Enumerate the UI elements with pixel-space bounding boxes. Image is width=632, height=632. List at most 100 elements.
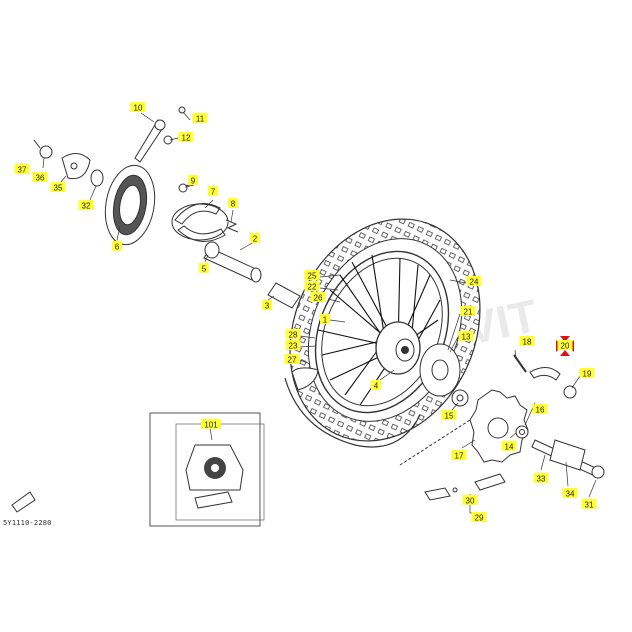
callout-bg (201, 419, 221, 429)
callout-35: 35 (50, 182, 66, 193)
callout-text: 7 (211, 188, 216, 197)
callout-text: 26 (314, 294, 323, 303)
callout-32: 32 (78, 200, 94, 211)
nut-36 (39, 145, 53, 159)
callout-101: 101 (201, 419, 221, 430)
callout-text: 4 (374, 382, 379, 391)
spacer-5 (204, 241, 220, 259)
callout-text: 8 (231, 200, 236, 209)
callout-bg (466, 276, 482, 286)
callout-bg (460, 306, 476, 316)
callout-bg (532, 404, 548, 414)
nut-19 (563, 385, 577, 399)
callout-text: 18 (523, 338, 532, 347)
callout-text: 33 (537, 475, 546, 484)
callout-text: 1 (323, 316, 328, 325)
callout-text: 6 (115, 243, 120, 252)
callout-text: 19 (583, 370, 592, 379)
callout-bg (188, 175, 198, 185)
callout-14: 14 (501, 441, 517, 452)
axle-nut-31 (591, 465, 605, 479)
callout-text: 36 (36, 174, 45, 183)
callout-bg (178, 132, 194, 142)
callout-text: 12 (182, 134, 191, 143)
callout-13: 13 (458, 331, 474, 342)
pin-icon (11, 491, 36, 513)
callout-text: 31 (585, 501, 594, 510)
callout-text: 34 (566, 490, 575, 499)
callout-text: 9 (191, 177, 196, 186)
callout-1: 1 (320, 314, 330, 325)
callout-7: 7 (208, 186, 218, 197)
callout-bg (192, 113, 208, 123)
callout-bg (519, 336, 535, 346)
tire-sidewall (284, 377, 421, 448)
callout-28: 28 (285, 329, 301, 340)
callout-text: 11 (196, 115, 205, 124)
callout-bg (441, 410, 457, 420)
callout-15: 15 (441, 410, 457, 421)
callout-bg (458, 331, 474, 341)
callout-bg (562, 488, 578, 498)
callout-16: 16 (532, 404, 548, 415)
callout-5: 5 (199, 263, 209, 274)
callout-text: 10 (134, 104, 143, 113)
callout-bg (310, 292, 326, 302)
callout-bg (462, 495, 478, 505)
callout-24: 24 (466, 276, 482, 287)
callout-bg (285, 340, 301, 350)
inset-chain (194, 491, 233, 509)
callout-2: 2 (250, 233, 260, 244)
callout-bg (78, 200, 94, 210)
callout-bg (451, 450, 467, 460)
callout-text: 21 (464, 308, 473, 317)
callout-4: 4 (371, 380, 381, 391)
callout-bg (14, 164, 30, 174)
callout-34: 34 (562, 488, 578, 499)
callout-bg (250, 233, 260, 243)
callout-31: 31 (581, 499, 597, 510)
callout-text: 20 (561, 342, 570, 351)
callout-23: 23 (285, 340, 301, 351)
callout-bg (557, 340, 573, 350)
callout-bg (533, 473, 549, 483)
callout-27: 27 (284, 354, 300, 365)
callout-text: 29 (475, 514, 484, 523)
callout-bg (32, 172, 48, 182)
pin-37 (33, 139, 41, 149)
bolt-11 (178, 106, 186, 114)
callout-text: 13 (462, 333, 471, 342)
callout-21: 21 (460, 306, 476, 317)
callout-bg (581, 499, 597, 509)
callout-text: 14 (505, 443, 514, 452)
callout-labels: 1011123736353269785232522262412823272113… (14, 102, 597, 523)
callout-bg (112, 241, 122, 251)
callout-bg (371, 380, 381, 390)
brake-panel (33, 106, 301, 309)
callout-9: 9 (188, 175, 198, 186)
callout-bg (208, 186, 218, 196)
inset-box (149, 412, 265, 527)
callout-3: 3 (262, 300, 272, 311)
callout-text: 15 (445, 412, 454, 421)
callout-10: 10 (130, 102, 146, 113)
callout-bg (199, 263, 209, 273)
callout-bg (304, 281, 320, 291)
brake-shoes (174, 203, 221, 225)
callout-22: 22 (304, 281, 320, 292)
callout-12: 12 (178, 132, 194, 143)
callout-8: 8 (228, 198, 238, 209)
bracket-20 (529, 367, 561, 381)
sprocket-assembly (399, 343, 605, 501)
spring-9 (178, 183, 188, 193)
callout-20: 20 (557, 340, 573, 351)
callout-18: 18 (519, 336, 535, 347)
callout-text: 27 (288, 356, 297, 365)
callout-30: 30 (462, 495, 478, 506)
chain-adjuster-34 (549, 439, 586, 471)
callout-text: 3 (265, 302, 270, 311)
callout-text: 5 (202, 265, 207, 274)
callout-6: 6 (112, 241, 122, 252)
callout-11: 11 (192, 113, 208, 124)
callout-text: 32 (82, 202, 91, 211)
